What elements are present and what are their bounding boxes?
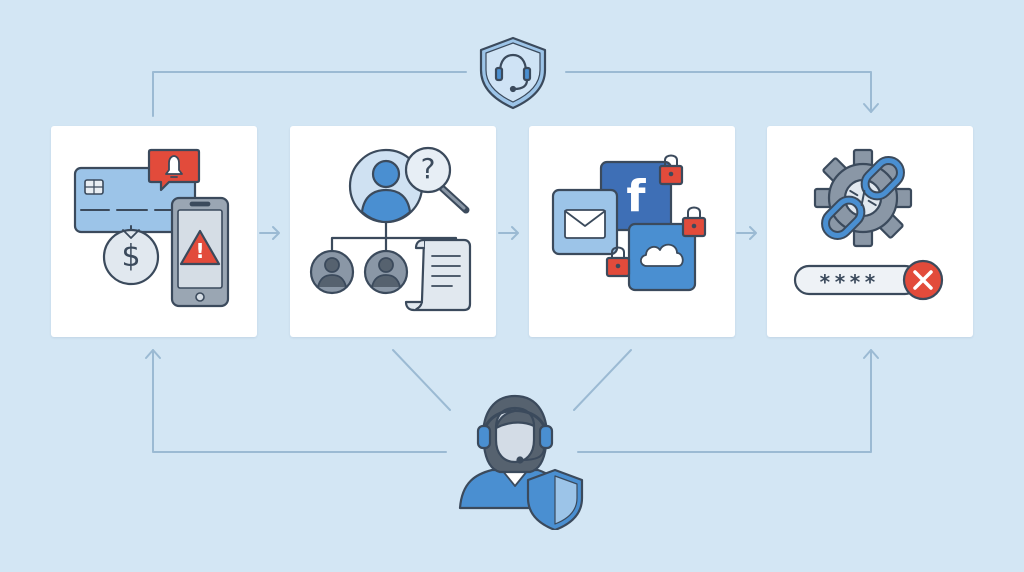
bottom-loop-left-arrowhead bbox=[145, 349, 161, 359]
diagonal-right-line bbox=[573, 349, 632, 411]
diagonal-left-line bbox=[392, 349, 451, 411]
card-credential-reset bbox=[767, 126, 973, 337]
broken-chain-icon bbox=[821, 156, 905, 240]
password-mask-text: **** bbox=[818, 270, 880, 294]
user-avatar-icon bbox=[348, 148, 424, 224]
facebook-glyph: f bbox=[626, 171, 646, 222]
bottom-loop-right-line bbox=[577, 349, 872, 453]
lock-icon bbox=[658, 154, 684, 186]
arrow-2-3 bbox=[498, 226, 519, 240]
bottom-loop-left-line bbox=[152, 349, 447, 453]
bottom-loop-right-arrowhead bbox=[863, 349, 879, 359]
magnifier-question-icon bbox=[404, 146, 470, 214]
document-scroll-icon bbox=[404, 238, 472, 312]
support-agent-shield-icon bbox=[458, 394, 584, 530]
email-icon bbox=[551, 188, 619, 256]
top-loop-right-line bbox=[565, 71, 872, 113]
warning-exclamation: ! bbox=[195, 239, 205, 263]
top-loop-left-line bbox=[152, 71, 467, 117]
lock-icon-3 bbox=[605, 246, 631, 278]
cloud-icon bbox=[627, 222, 697, 292]
small-avatar-left bbox=[309, 249, 355, 295]
small-avatar-right bbox=[363, 249, 409, 295]
error-x-icon bbox=[902, 259, 944, 301]
arrow-1-2 bbox=[259, 226, 280, 240]
arrow-3-4 bbox=[736, 226, 757, 240]
card-fraud-alert: $ ! bbox=[51, 126, 257, 337]
bell-icon bbox=[147, 148, 201, 192]
lock-icon-2 bbox=[681, 206, 707, 238]
card-account-lockdown: f bbox=[529, 126, 735, 337]
card-identity-investigation: ? bbox=[290, 126, 496, 337]
dollar-glyph: $ bbox=[121, 239, 141, 274]
headset-shield-icon bbox=[479, 36, 547, 110]
dollar-coin-icon bbox=[102, 225, 160, 286]
top-loop-arrowhead bbox=[863, 103, 879, 113]
warning-icon bbox=[179, 229, 221, 266]
question-glyph: ? bbox=[420, 152, 436, 185]
org-chart-icon bbox=[330, 220, 458, 252]
